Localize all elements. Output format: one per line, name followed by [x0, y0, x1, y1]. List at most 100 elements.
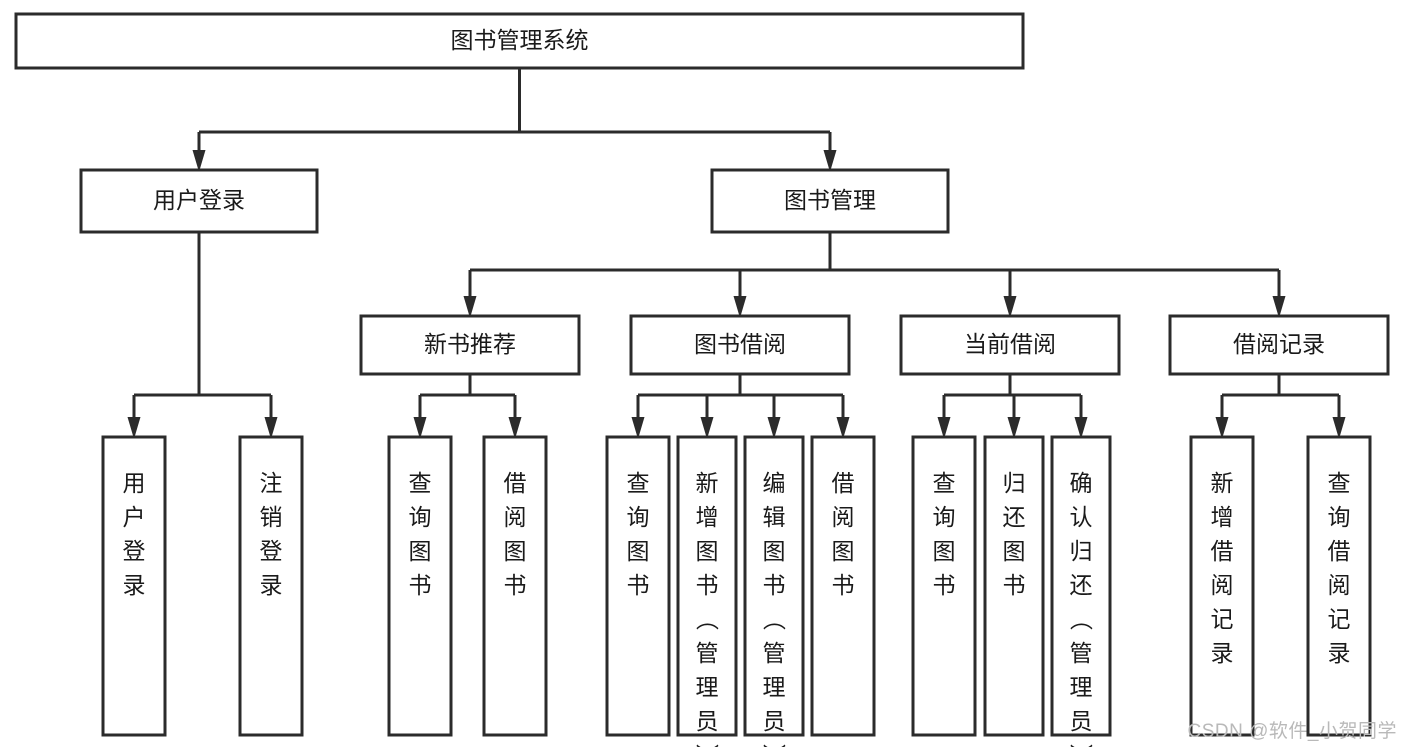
- arrow-head: [836, 417, 850, 439]
- node-label-char: 录: [260, 572, 283, 598]
- node-box[interactable]: [79, 168, 319, 234]
- node-label-char: 理: [1070, 674, 1093, 700]
- node-box[interactable]: [899, 314, 1121, 376]
- node-box[interactable]: [101, 435, 167, 737]
- node-box[interactable]: [810, 435, 876, 737]
- node-label-char: 阅: [1211, 572, 1234, 598]
- arrow-head: [127, 417, 141, 439]
- node-label-char: 理: [763, 674, 786, 700]
- node-label-char: 管: [1070, 640, 1093, 666]
- node-box[interactable]: [14, 12, 1025, 70]
- node-borrow-record[interactable]: 借阅记录: [1168, 314, 1390, 376]
- node-label-char: 管: [696, 640, 719, 666]
- node-label-char: 书: [627, 572, 650, 598]
- node-label-char: （: [761, 608, 787, 631]
- node-label-char: 书: [696, 572, 719, 598]
- node-label-char: 书: [933, 572, 956, 598]
- node-label-char: 登: [123, 538, 146, 564]
- node-label-char: 阅: [832, 504, 855, 530]
- node-label-char: 员: [763, 708, 786, 734]
- node-box[interactable]: [629, 314, 851, 376]
- arrow-head: [823, 150, 837, 172]
- node-label-char: 询: [933, 504, 956, 530]
- node-label: 用户登录: [153, 187, 245, 213]
- node-label-char: 辑: [763, 504, 786, 530]
- node-box[interactable]: [1168, 314, 1390, 376]
- node-label-char: （: [1068, 608, 1094, 631]
- node-label-char: 借: [832, 470, 855, 496]
- node-label-char: 图: [504, 538, 527, 564]
- node-label-char: 录: [123, 572, 146, 598]
- node-label-char: 借: [1328, 538, 1351, 564]
- node-box[interactable]: [482, 435, 548, 737]
- node-root[interactable]: 图书管理系统: [14, 12, 1025, 70]
- node-layer: 图书管理系统用户登录图书管理新书推荐图书借阅当前借阅借阅记录用户登录注销登录查询…: [14, 12, 1390, 747]
- node-box[interactable]: [359, 314, 581, 376]
- arrow-head: [508, 417, 522, 439]
- node-label-char: 查: [933, 470, 956, 496]
- node-box[interactable]: [1189, 435, 1255, 737]
- node-label-char: 增: [696, 504, 719, 530]
- node-box[interactable]: [1050, 435, 1112, 737]
- arrow-head: [1272, 296, 1286, 318]
- node-box[interactable]: [676, 435, 738, 737]
- node-label-char: 借: [1211, 538, 1234, 564]
- node-label: 图书借阅: [694, 331, 786, 357]
- node-label-char: 注: [260, 470, 283, 496]
- node-label: 借阅记录: [1233, 331, 1325, 357]
- node-box[interactable]: [743, 435, 805, 737]
- node-label-char: 录: [1211, 640, 1234, 666]
- node-box[interactable]: [238, 435, 304, 737]
- node-label-char: 书: [504, 572, 527, 598]
- node-label-char: 图: [832, 538, 855, 564]
- node-label-char: 新: [1211, 470, 1234, 496]
- node-label-char: 借: [504, 470, 527, 496]
- arrow-head: [413, 417, 427, 439]
- node-label-char: ）: [1068, 744, 1094, 747]
- node-book-borrow[interactable]: 图书借阅: [629, 314, 851, 376]
- arrow-head: [733, 296, 747, 318]
- node-label-char: 管: [763, 640, 786, 666]
- node-label-char: 书: [409, 572, 432, 598]
- node-label-char: 查: [409, 470, 432, 496]
- node-box[interactable]: [911, 435, 977, 737]
- arrow-head: [700, 417, 714, 439]
- node-box[interactable]: [387, 435, 453, 737]
- node-box[interactable]: [710, 168, 950, 234]
- node-label-char: 查: [1328, 470, 1351, 496]
- edge-layer: [127, 68, 1346, 439]
- node-leaf-user-login[interactable]: 用户登录: [101, 435, 167, 737]
- node-book-manage[interactable]: 图书管理: [710, 168, 950, 234]
- node-label-char: 书: [1003, 572, 1026, 598]
- node-user-login[interactable]: 用户登录: [79, 168, 319, 234]
- arrow-head: [1074, 417, 1088, 439]
- node-new-book-rec[interactable]: 新书推荐: [359, 314, 581, 376]
- node-box[interactable]: [1306, 435, 1372, 737]
- node-label-char: 录: [1328, 640, 1351, 666]
- node-current-borrow[interactable]: 当前借阅: [899, 314, 1121, 376]
- node-label-char: 询: [1328, 504, 1351, 530]
- node-label: 新书推荐: [424, 331, 516, 357]
- node-box[interactable]: [983, 435, 1045, 737]
- node-label-char: 还: [1070, 572, 1093, 598]
- node-label-char: 归: [1003, 470, 1026, 496]
- node-label-char: 图: [933, 538, 956, 564]
- node-box[interactable]: [605, 435, 671, 737]
- node-label-char: 记: [1328, 606, 1351, 632]
- arrow-head: [631, 417, 645, 439]
- node-label: 图书管理: [784, 187, 876, 213]
- node-label-char: 记: [1211, 606, 1234, 632]
